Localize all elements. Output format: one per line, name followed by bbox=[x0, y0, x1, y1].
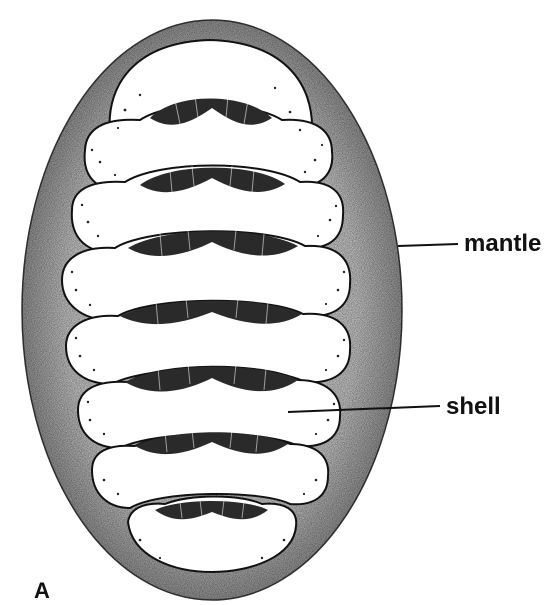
panel-letter: A bbox=[34, 580, 50, 602]
mantle-leader-line bbox=[398, 244, 458, 246]
shell-label: shell bbox=[446, 395, 501, 419]
mantle-label: mantle bbox=[464, 232, 541, 256]
